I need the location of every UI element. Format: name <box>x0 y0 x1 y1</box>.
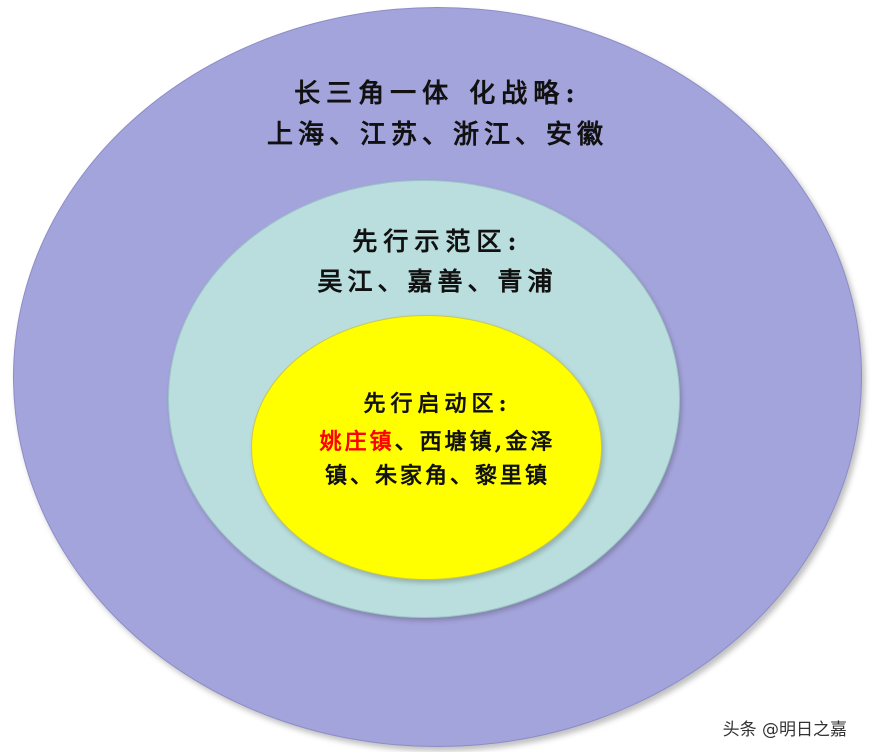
middle-body: 吴江、嘉善、青浦 <box>317 267 558 296</box>
outer-body: 上海、江苏、浙江、安徽 <box>266 120 608 150</box>
inner-line-2: 镇、朱家角、黎里镇 <box>324 463 550 489</box>
inner-line-1-rest: 、西塘镇,金泽 <box>394 429 556 455</box>
inner-highlight-town: 姚庄镇 <box>319 429 395 455</box>
middle-title: 先行示范区: <box>352 227 523 256</box>
outer-title: 长三角一体 化战略: <box>294 79 581 109</box>
inner-title: 先行启动区: <box>363 391 512 417</box>
inner-line-1: 姚庄镇、西塘镇,金泽 <box>0 424 875 456</box>
inner-ellipse <box>251 315 602 580</box>
watermark: 头条 @明日之嘉 <box>722 720 847 740</box>
